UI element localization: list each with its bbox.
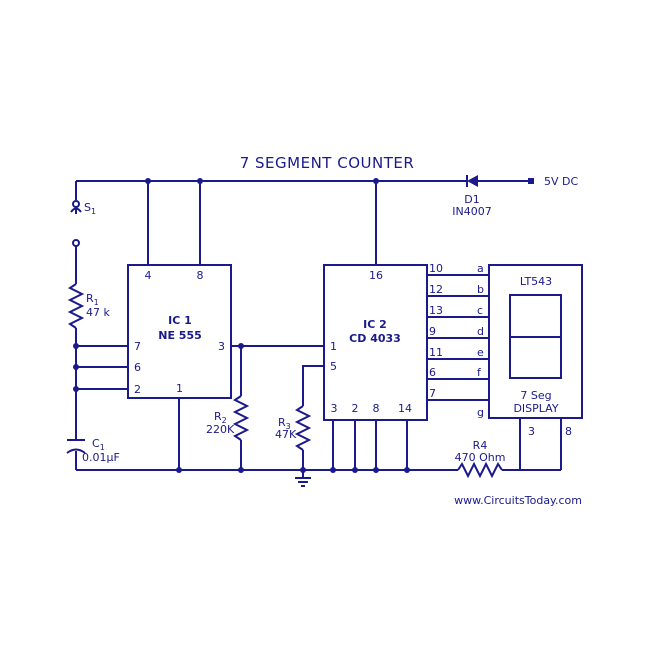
ic2-pin-5: 5 <box>330 360 337 373</box>
ic2-pin-1: 1 <box>330 340 337 353</box>
schematic-title: 7 SEGMENT COUNTER <box>240 154 415 172</box>
resistor-r2-symbol <box>232 395 250 441</box>
diode-part: IN4007 <box>452 205 491 218</box>
segment-label-a: a <box>477 262 484 275</box>
segment-label-b: b <box>477 283 484 296</box>
r1-ref: R1 <box>86 292 99 307</box>
wires <box>75 180 562 478</box>
r2-value: 220K <box>206 423 235 436</box>
ic2-pin-6: 6 <box>429 366 436 379</box>
segment-label-c: c <box>477 304 483 317</box>
display-pin-3: 3 <box>528 425 535 438</box>
capacitor-c1-symbol <box>66 439 86 454</box>
c1-value: 0.01µF <box>82 451 120 464</box>
diode-ref: D1 <box>464 193 479 206</box>
supply-terminal <box>528 178 534 184</box>
ic1-pin-6: 6 <box>134 361 141 374</box>
segment-label-d: d <box>477 325 484 338</box>
ic1-pin-4: 4 <box>145 269 152 282</box>
segment-label-f: f <box>477 366 482 379</box>
ic1-body <box>127 264 232 399</box>
display-label-1: 7 Seg <box>520 389 551 402</box>
display-part: LT543 <box>520 275 552 288</box>
display-pin-8: 8 <box>565 425 572 438</box>
r3-ref: R3 <box>278 416 291 431</box>
ic1-pin-1: 1 <box>176 382 183 395</box>
r3-value: 47K <box>275 428 297 441</box>
ic2-body <box>323 264 428 421</box>
ic1-part: NE 555 <box>158 329 202 342</box>
resistor-r4-symbol <box>457 461 503 479</box>
seven-segment-digit-icon <box>509 294 562 379</box>
ic2-pin-16: 16 <box>369 269 383 282</box>
ic2-pin-11: 11 <box>429 346 443 359</box>
ic2-pin-2: 2 <box>352 402 359 415</box>
r4-ref: R4 <box>473 439 488 452</box>
diode-d1-symbol <box>466 175 478 187</box>
ic2-pin-14: 14 <box>398 402 412 415</box>
resistor-r1-symbol <box>67 283 85 329</box>
ic2-pin-7: 7 <box>429 387 436 400</box>
ic2-pin-8: 8 <box>373 402 380 415</box>
r4-value: 470 Ohm <box>455 451 506 464</box>
c1-ref: C1 <box>92 437 105 452</box>
ic2-part: CD 4033 <box>349 332 401 345</box>
ground-icon <box>295 477 311 487</box>
segment-label-e: e <box>477 346 484 359</box>
ic2-pin-3: 3 <box>331 402 338 415</box>
r2-ref: R2 <box>214 410 227 425</box>
ic1-pin-7: 7 <box>134 340 141 353</box>
ic1-pin-8: 8 <box>197 269 204 282</box>
display-body <box>488 264 583 419</box>
segment-label-g: g <box>477 406 484 419</box>
display-label-2: DISPLAY <box>513 402 558 415</box>
ic2-pin-13: 13 <box>429 304 443 317</box>
supply-label: 5V DC <box>544 175 578 188</box>
ic1-name: IC 1 <box>168 314 192 327</box>
ic2-pin-10: 10 <box>429 262 443 275</box>
junction-dots <box>73 178 410 473</box>
r1-value: 47 k <box>86 306 110 319</box>
ic2-pin-9: 9 <box>429 325 436 338</box>
ic2-pin-12: 12 <box>429 283 443 296</box>
ic1-pin-2: 2 <box>134 383 141 396</box>
ic2-name: IC 2 <box>363 318 387 331</box>
ic1-pin-3: 3 <box>218 340 225 353</box>
website-credit: www.CircuitsToday.com <box>454 494 582 507</box>
switch-label: S1 <box>84 201 96 216</box>
resistor-r3-symbol <box>294 405 312 451</box>
switch-s1-symbol <box>70 200 82 247</box>
